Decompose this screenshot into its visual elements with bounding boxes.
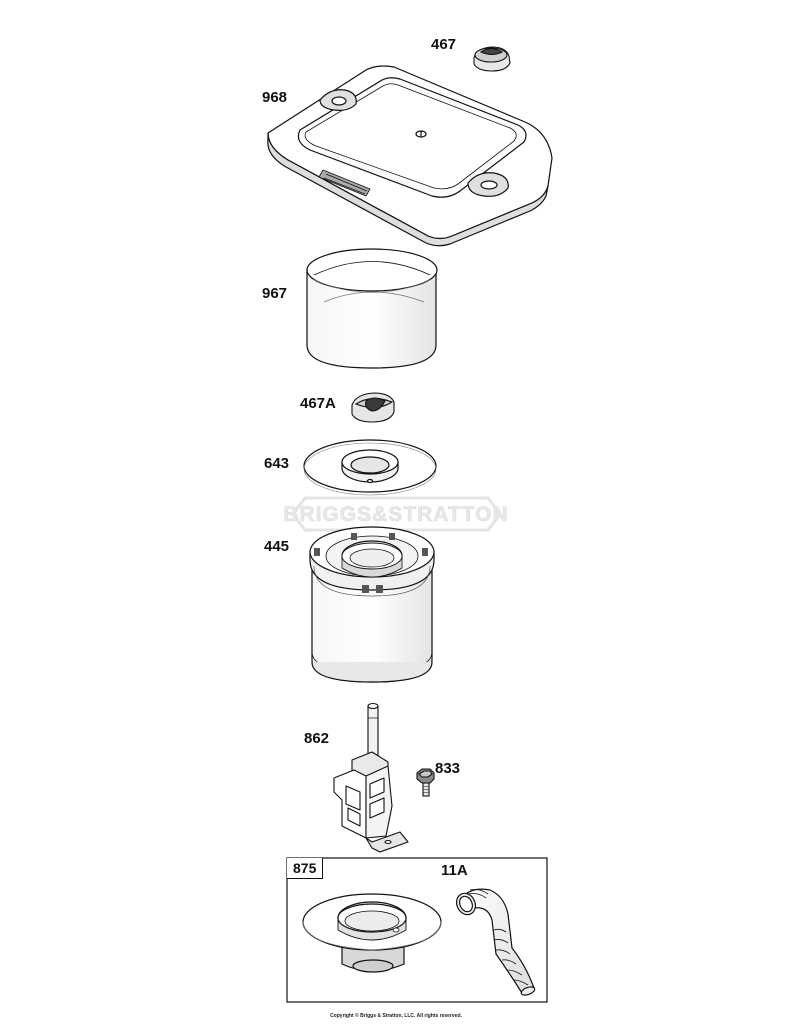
label-862: 862	[304, 730, 330, 747]
label-11A: 11A	[441, 862, 468, 879]
kit-label-875: 875	[287, 858, 324, 879]
part-875-base	[302, 893, 442, 973]
watermark-logo: BRIGGS&STRATTON	[283, 496, 508, 532]
part-833-screw	[416, 768, 435, 797]
part-445-filter	[309, 526, 435, 683]
part-467-knob	[473, 46, 511, 72]
watermark-text: BRIGGS&STRATTON	[283, 503, 508, 526]
part-11A-hose	[456, 888, 536, 996]
label-968: 968	[262, 89, 288, 106]
part-968-cover	[267, 65, 553, 247]
part-862-bracket	[333, 702, 409, 853]
label-833: 833	[435, 760, 461, 777]
part-967-sleeve	[306, 248, 438, 369]
label-643: 643	[264, 455, 290, 472]
kit-875-box	[286, 857, 548, 1003]
label-445: 445	[264, 538, 290, 555]
part-643-plate	[303, 439, 437, 496]
label-967: 967	[262, 285, 288, 302]
label-467: 467	[431, 36, 457, 53]
copyright-text: Copyright © Briggs & Stratton, LLC. All …	[330, 1013, 462, 1019]
label-467A: 467A	[300, 395, 336, 412]
part-467A-knob	[351, 392, 395, 423]
